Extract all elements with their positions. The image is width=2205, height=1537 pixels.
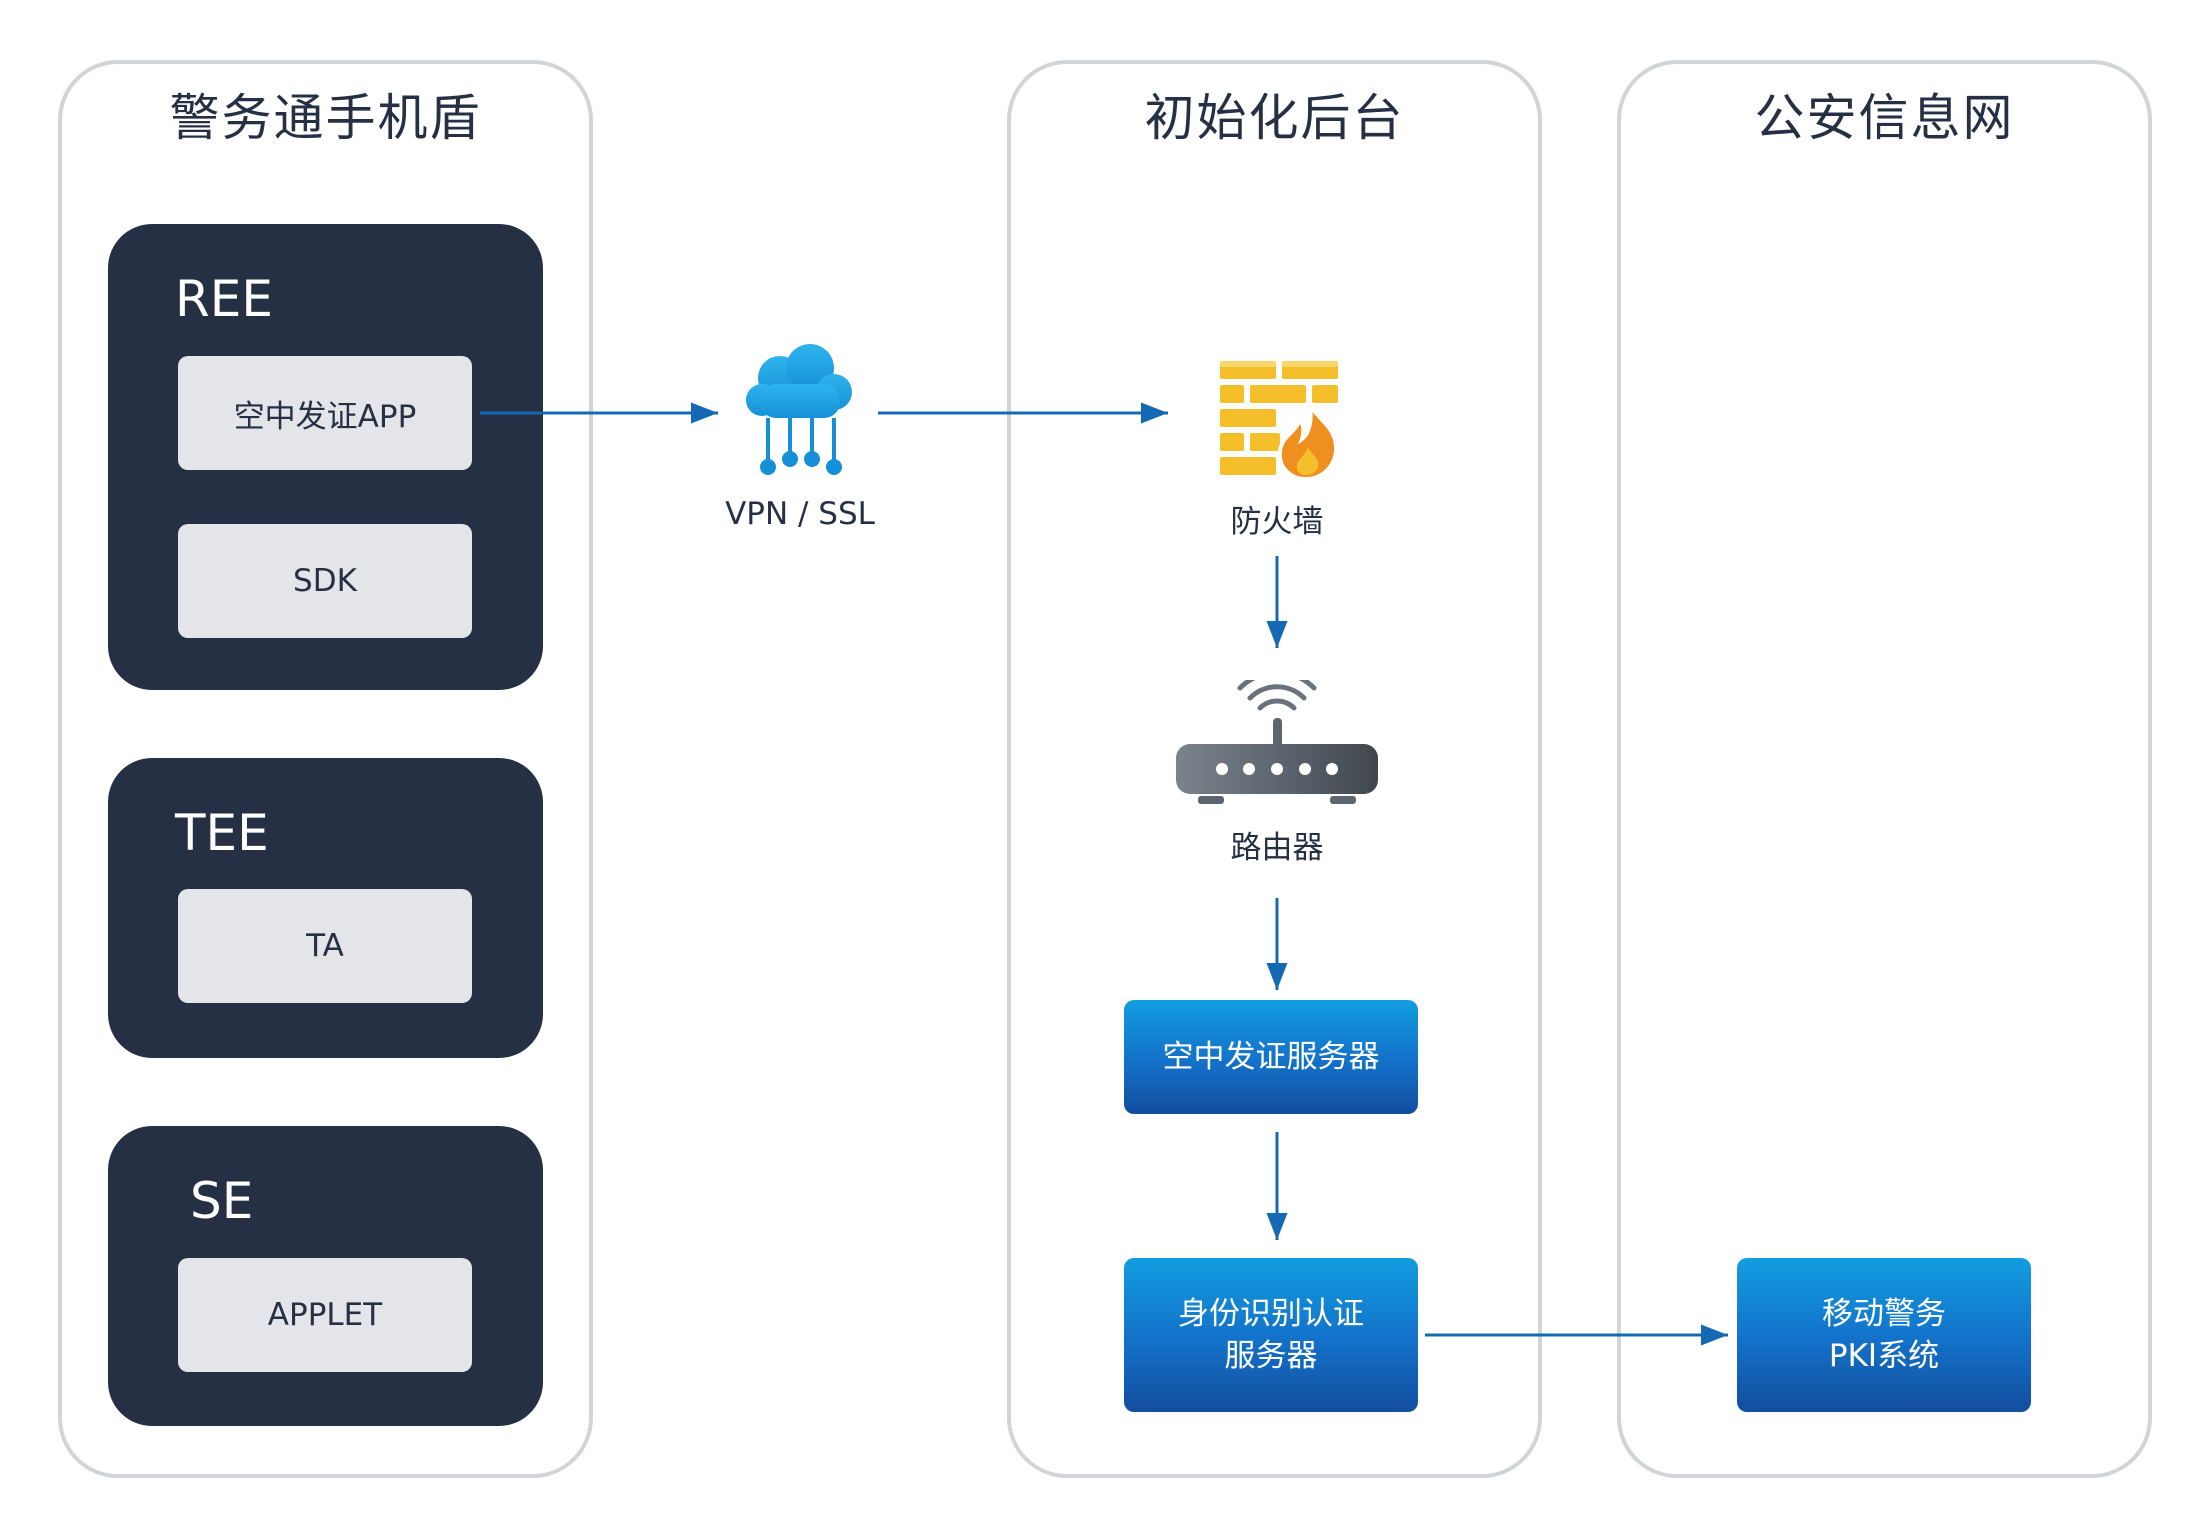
component-applet: APPLET xyxy=(178,1258,472,1372)
component-sdk: SDK xyxy=(178,524,472,638)
server-identity-auth-line-1: 身份识别认证 xyxy=(1178,1296,1364,1332)
server-identity-auth-line-2: 服务器 xyxy=(1224,1338,1318,1374)
env-label-ree: REE xyxy=(175,270,273,328)
cloud-icon xyxy=(746,344,852,475)
panel-title-phone: 警务通手机盾 xyxy=(169,89,482,147)
server-ota-issuance-line-1: 空中发证服务器 xyxy=(1162,1039,1380,1075)
component-ta: TA xyxy=(178,889,472,1003)
firewall-icon xyxy=(1220,361,1339,480)
server-pki-line-2: PKI系统 xyxy=(1828,1338,1940,1374)
panel-title-pki: 公安信息网 xyxy=(1754,89,2015,147)
server-pki-line-1: 移动警务 xyxy=(1822,1296,1946,1332)
server-ota-issuance: 空中发证服务器 xyxy=(1124,1000,1418,1114)
server-mobile-police-pki: 移动警务 PKI系统 xyxy=(1737,1258,2031,1412)
panel-title-init: 初始化后台 xyxy=(1144,89,1405,147)
router-icon xyxy=(1176,680,1378,804)
router-label: 路由器 xyxy=(1230,830,1324,866)
component-ota-app: 空中发证APP xyxy=(178,356,472,470)
panel-public-security-network xyxy=(1617,60,2152,1478)
firewall-label: 防火墙 xyxy=(1230,504,1324,540)
env-label-se: SE xyxy=(190,1172,254,1230)
env-label-tee: TEE xyxy=(175,804,269,862)
server-identity-auth: 身份识别认证 服务器 xyxy=(1124,1258,1418,1412)
vpn-ssl-label: VPN / SSL xyxy=(725,496,875,532)
